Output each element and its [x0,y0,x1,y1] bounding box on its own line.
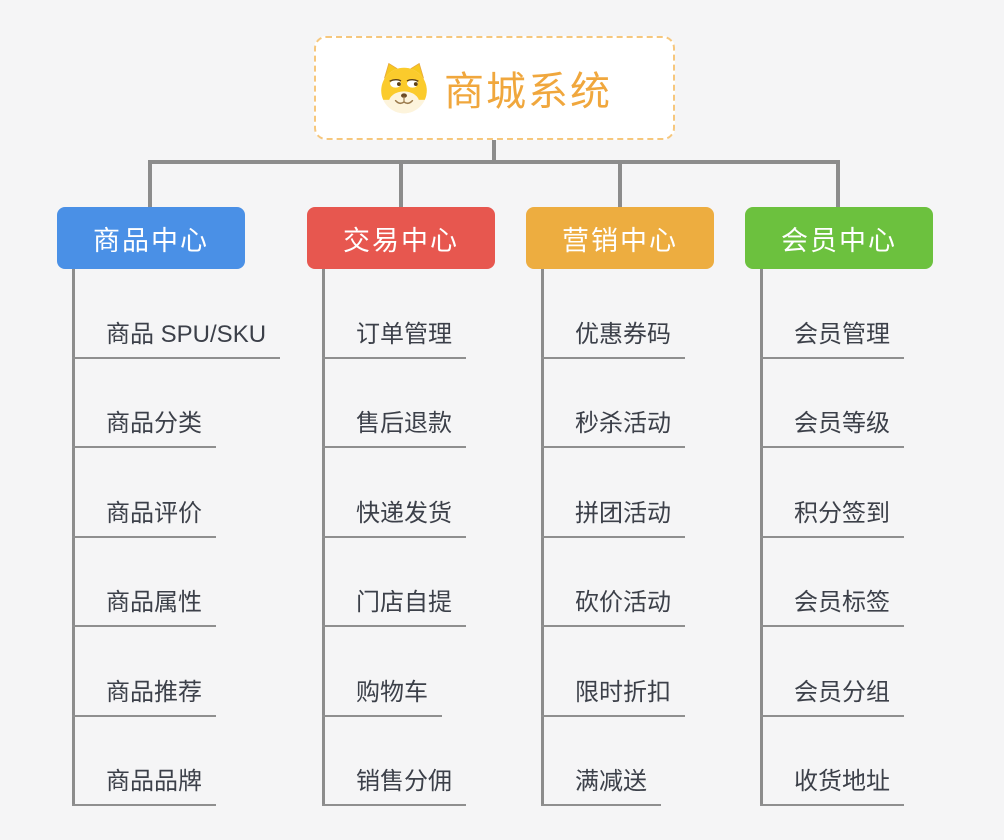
doge-icon [381,62,427,114]
connector-drop-marketing [618,160,622,208]
connector-root-drop [492,140,496,164]
mindmap-item[interactable]: 商品评价 [72,448,216,538]
mindmap-item[interactable]: 订单管理 [322,269,466,359]
connector-horizontal [148,160,840,164]
branch-node-trade-center[interactable]: 交易中心 [307,207,495,269]
mindmap-item[interactable]: 商品品牌 [72,717,216,806]
branch-node-marketing-center[interactable]: 营销中心 [526,207,714,269]
mindmap-item[interactable]: 限时折扣 [541,627,685,717]
mindmap-item[interactable]: 拼团活动 [541,448,685,538]
root-title: 商城系统 [444,70,612,114]
mindmap-item[interactable]: 会员管理 [760,269,904,359]
mindmap-item[interactable]: 满减送 [541,717,661,806]
mindmap-item[interactable]: 销售分佣 [322,717,466,806]
mindmap-item[interactable]: 会员标签 [760,538,904,627]
mindmap-item[interactable]: 会员等级 [760,359,904,448]
mindmap-item[interactable]: 门店自提 [322,538,466,627]
mindmap-item[interactable]: 商品属性 [72,538,216,627]
trunk-product-center [72,269,75,806]
mindmap-item[interactable]: 商品推荐 [72,627,216,717]
mindmap-item[interactable]: 商品分类 [72,359,216,448]
mindmap-item[interactable]: 优惠券码 [541,269,685,359]
item-list-member-center: 会员管理 会员等级 积分签到 会员标签 会员分组 收货地址 [760,269,904,806]
mindmap-item[interactable]: 收货地址 [760,717,904,806]
mindmap-item[interactable]: 秒杀活动 [541,359,685,448]
branch-node-member-center[interactable]: 会员中心 [745,207,933,269]
mindmap-item[interactable]: 购物车 [322,627,442,717]
item-list-trade-center: 订单管理 售后退款 快递发货 门店自提 购物车 销售分佣 [322,269,466,806]
mindmap-item[interactable]: 快递发货 [322,448,466,538]
item-list-product-center: 商品 SPU/SKU 商品分类 商品评价 商品属性 商品推荐 商品品牌 [72,269,281,806]
connector-drop-trade [399,160,403,208]
mindmap-item[interactable]: 砍价活动 [541,538,685,627]
mindmap-item[interactable]: 积分签到 [760,448,904,538]
mindmap-item[interactable]: 会员分组 [760,627,904,717]
connector-drop-member [836,160,840,208]
connector-drop-product [148,160,152,208]
trunk-member-center [760,269,763,806]
root-node[interactable]: 商城系统 [314,36,675,140]
branch-node-product-center[interactable]: 商品中心 [57,207,245,269]
mindmap-item[interactable]: 售后退款 [322,359,466,448]
item-list-marketing-center: 优惠券码 秒杀活动 拼团活动 砍价活动 限时折扣 满减送 [541,269,685,806]
trunk-marketing-center [541,269,544,806]
trunk-trade-center [322,269,325,806]
mindmap-item[interactable]: 商品 SPU/SKU [72,269,281,359]
